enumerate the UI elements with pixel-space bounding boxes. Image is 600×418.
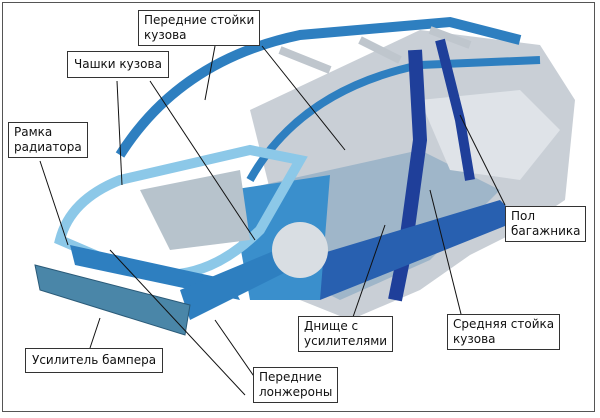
label-bumper-reinforcement: Усилитель бампера — [25, 348, 164, 373]
b-pillar — [388, 49, 428, 302]
label-line: Днище с — [304, 319, 359, 333]
engine-bay — [140, 170, 250, 250]
label-line: Средняя стойка — [453, 317, 555, 331]
label-floor-reinforced: Днище с усилителями — [298, 316, 394, 352]
roof-rail — [115, 16, 522, 158]
label-trunk-floor: Пол багажника — [505, 206, 587, 242]
label-b-pillar: Средняя стойка кузова — [447, 314, 561, 350]
leader-lines — [39, 45, 506, 396]
label-line: кузова — [144, 28, 187, 42]
label-strut-towers: Чашки кузова — [67, 51, 169, 78]
label-line: лонжероны — [259, 385, 333, 399]
label-a-pillars: Передние стойки кузова — [138, 10, 261, 46]
label-line: усилителями — [304, 334, 388, 348]
label-line: Рамка — [14, 125, 53, 139]
diagram-frame — [2, 2, 595, 412]
label-radiator-frame: Рамка радиатора — [8, 122, 88, 158]
bumper-beam — [34, 264, 191, 336]
side-sill — [300, 200, 520, 300]
label-line: кузова — [453, 332, 496, 346]
label-line: радиатора — [14, 140, 82, 154]
label-line: багажника — [511, 224, 581, 238]
roof-crossmember — [278, 26, 472, 74]
wheel-arch — [272, 222, 328, 278]
label-line: Пол — [511, 209, 536, 223]
label-front-rails: Передние лонжероны — [253, 367, 339, 403]
label-line: Передние — [259, 370, 322, 384]
rear-pillar — [435, 38, 475, 181]
label-line: Передние стойки — [144, 13, 255, 27]
